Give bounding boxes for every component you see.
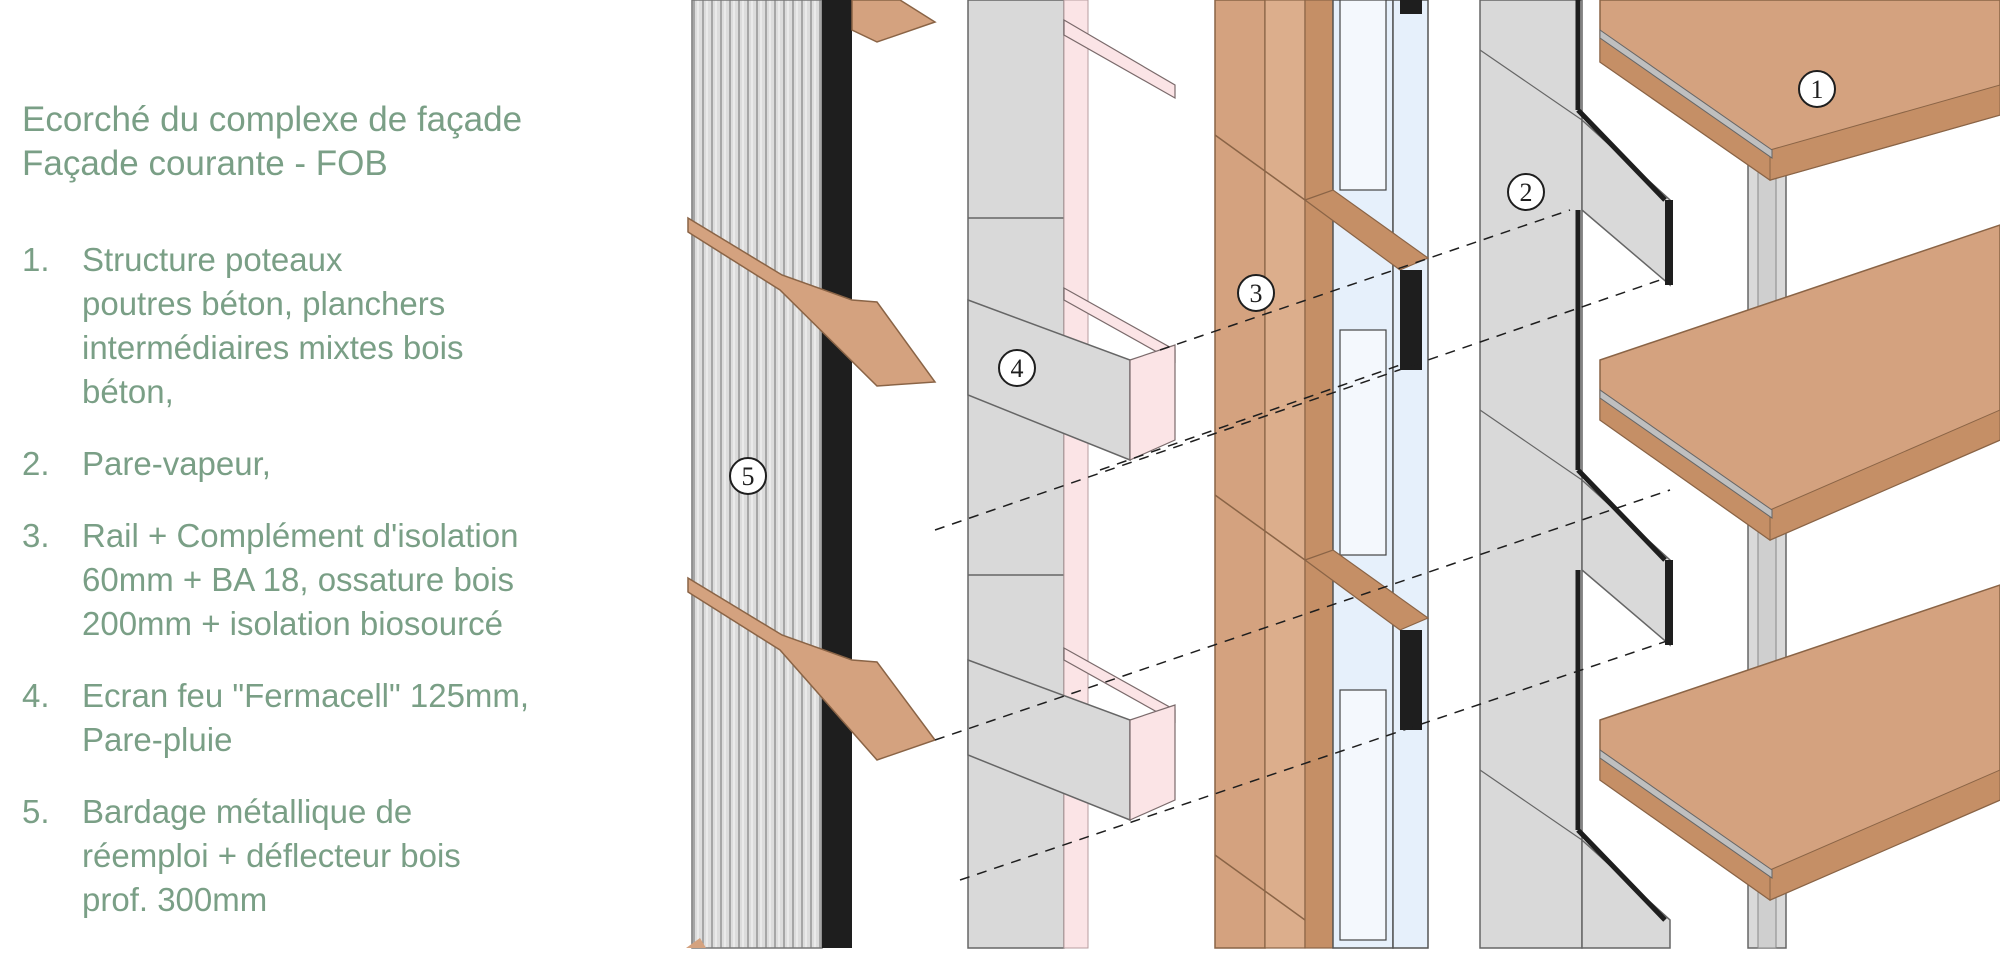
diagram-title: Ecorché du complexe de façade Façade cou… — [22, 100, 523, 183]
layer-1-concrete-structure — [1599, 0, 2000, 949]
legend-item-3: 3. Rail + Complément d'isolation 60mm + … — [22, 514, 582, 646]
callout-4: 4 — [998, 349, 1036, 387]
legend-item-2: 2. Pare-vapeur, — [22, 442, 582, 486]
legend-panel: Ecorché du complexe de façade Façade cou… — [22, 98, 582, 950]
legend-item-1: 1. Structure poteaux poutres béton, plan… — [22, 238, 582, 414]
legend-text: Pare-vapeur, — [82, 445, 271, 482]
callout-label: 5 — [742, 462, 755, 491]
callout-label: 2 — [1520, 178, 1533, 207]
legend-number: 3. — [22, 517, 50, 554]
legend-text: Ecran feu "Fermacell" 125mm, Pare-pluie — [82, 677, 530, 758]
callout-label: 3 — [1250, 279, 1263, 308]
legend-text: Structure poteaux poutres béton, planche… — [82, 241, 464, 410]
callout-5: 5 — [729, 457, 767, 495]
callout-2: 2 — [1507, 173, 1545, 211]
legend-number: 4. — [22, 677, 50, 714]
legend-text: Bardage métallique de réemploi + déflect… — [82, 793, 461, 918]
callout-label: 4 — [1011, 354, 1024, 383]
layer-2-vapour-barrier — [1479, 0, 1673, 949]
layer-5-metal-cladding — [686, 0, 852, 949]
legend-list: 1. Structure poteaux poutres béton, plan… — [22, 238, 582, 922]
legend-number: 5. — [22, 793, 50, 830]
legend-text: Rail + Complément d'isolation 60mm + BA … — [82, 517, 519, 642]
layer-3-timber-frame — [1214, 0, 1430, 949]
legend-item-5: 5. Bardage métallique de réemploi + défl… — [22, 790, 582, 922]
layer-5-wood-deflectors — [687, 0, 937, 761]
layer-4-fire-screen — [967, 0, 1176, 949]
callout-label: 1 — [1811, 75, 1824, 104]
callout-3: 3 — [1237, 274, 1275, 312]
legend-item-4: 4. Ecran feu "Fermacell" 125mm, Pare-plu… — [22, 674, 582, 762]
legend-number: 2. — [22, 445, 50, 482]
callout-1: 1 — [1798, 70, 1836, 108]
alignment-lines — [934, 209, 1671, 881]
legend-number: 1. — [22, 241, 50, 278]
